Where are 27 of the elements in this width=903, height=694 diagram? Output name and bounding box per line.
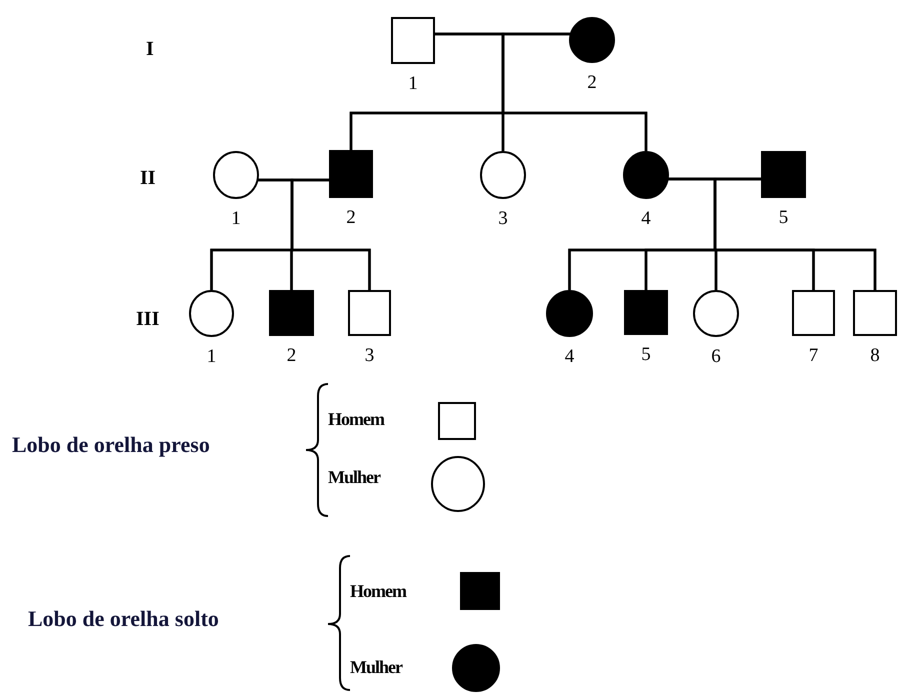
legend-text: Mulher — [328, 466, 380, 488]
individual-number: 4 — [641, 209, 651, 229]
pedigree-line — [502, 32, 648, 151]
individual-number: 1 — [206, 347, 216, 367]
individual-number: 6 — [711, 347, 721, 367]
individual-number: 4 — [564, 347, 574, 367]
individual-number: 2 — [346, 208, 356, 228]
individual-number: 2 — [587, 73, 597, 93]
legend-heading: Lobo de orelha solto — [28, 608, 219, 630]
individual-number: 5 — [778, 208, 788, 228]
legend-text: Homem — [328, 408, 384, 430]
individual-number: 1 — [231, 209, 241, 229]
individual-number: 3 — [364, 346, 374, 366]
individual-number: 2 — [286, 346, 296, 366]
pedigree-line — [290, 178, 371, 290]
legend-text: Mulher — [350, 656, 402, 678]
individual-number: 5 — [641, 345, 651, 365]
individual-number: 7 — [808, 346, 818, 366]
generation-numeral: III — [136, 308, 160, 330]
legend-heading: Lobo de orelha preso — [12, 434, 210, 456]
generation-numeral: I — [146, 38, 154, 60]
pedigree-line — [714, 178, 876, 290]
individual-number: 3 — [498, 209, 508, 229]
individual-number: 8 — [870, 346, 880, 366]
legend-text: Homem — [350, 580, 406, 602]
generation-numeral: II — [140, 167, 156, 189]
individual-number: 1 — [408, 74, 418, 94]
